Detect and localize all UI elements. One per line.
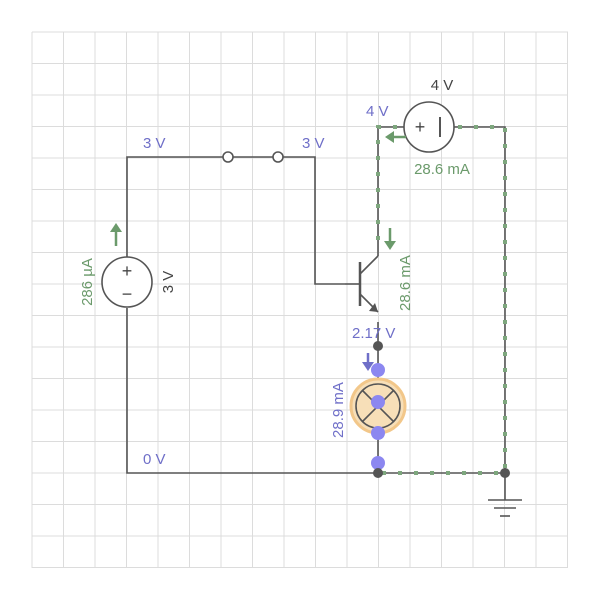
flow-collector-branch bbox=[376, 125, 416, 240]
current-arrow-transistor bbox=[384, 228, 396, 250]
wire-top-right[interactable] bbox=[442, 126, 506, 473]
label-node-bottom: 0 V bbox=[143, 451, 166, 468]
current-arrow-left bbox=[110, 223, 122, 246]
node-bottom-right[interactable] bbox=[500, 468, 510, 478]
wire-left-bottom[interactable] bbox=[126, 308, 378, 474]
background-grid bbox=[31, 31, 568, 568]
label-transistor-current: 28.6 mA bbox=[397, 255, 414, 311]
label-node-emitter: 2.17 V bbox=[352, 325, 395, 342]
label-node-collector: 4 V bbox=[366, 103, 389, 120]
wire-left-loop[interactable] bbox=[126, 156, 228, 257]
emitter-arrow-icon bbox=[369, 303, 378, 312]
voltage-source-left[interactable]: + − bbox=[101, 256, 153, 308]
label-source-top-current: 28.6 mA bbox=[414, 161, 470, 178]
emitter-node[interactable] bbox=[373, 341, 383, 351]
plus-sign: + bbox=[122, 261, 133, 281]
npn-transistor[interactable] bbox=[345, 242, 379, 313]
minus-sign: − bbox=[122, 284, 133, 304]
plus-sign-top: + bbox=[415, 117, 426, 137]
current-arrow-lamp bbox=[362, 353, 374, 371]
label-source-top-voltage: 4 V bbox=[431, 77, 454, 94]
ground-icon[interactable] bbox=[488, 499, 522, 517]
lamp-current-dots bbox=[371, 363, 385, 470]
node-bottom-middle[interactable] bbox=[373, 468, 383, 478]
voltage-source-top[interactable]: + bbox=[403, 101, 455, 153]
switch[interactable] bbox=[222, 151, 284, 163]
label-node-top-right: 3 V bbox=[302, 135, 325, 152]
label-node-top-left: 3 V bbox=[143, 135, 166, 152]
current-arrow-top bbox=[385, 131, 406, 143]
current-flow bbox=[376, 125, 507, 475]
label-source-left-voltage: 3 V bbox=[160, 271, 177, 294]
label-source-left-current: 286 µA bbox=[79, 258, 96, 306]
wire-switch-to-base[interactable] bbox=[278, 156, 345, 285]
label-lamp-current: 28.9 mA bbox=[330, 382, 347, 438]
